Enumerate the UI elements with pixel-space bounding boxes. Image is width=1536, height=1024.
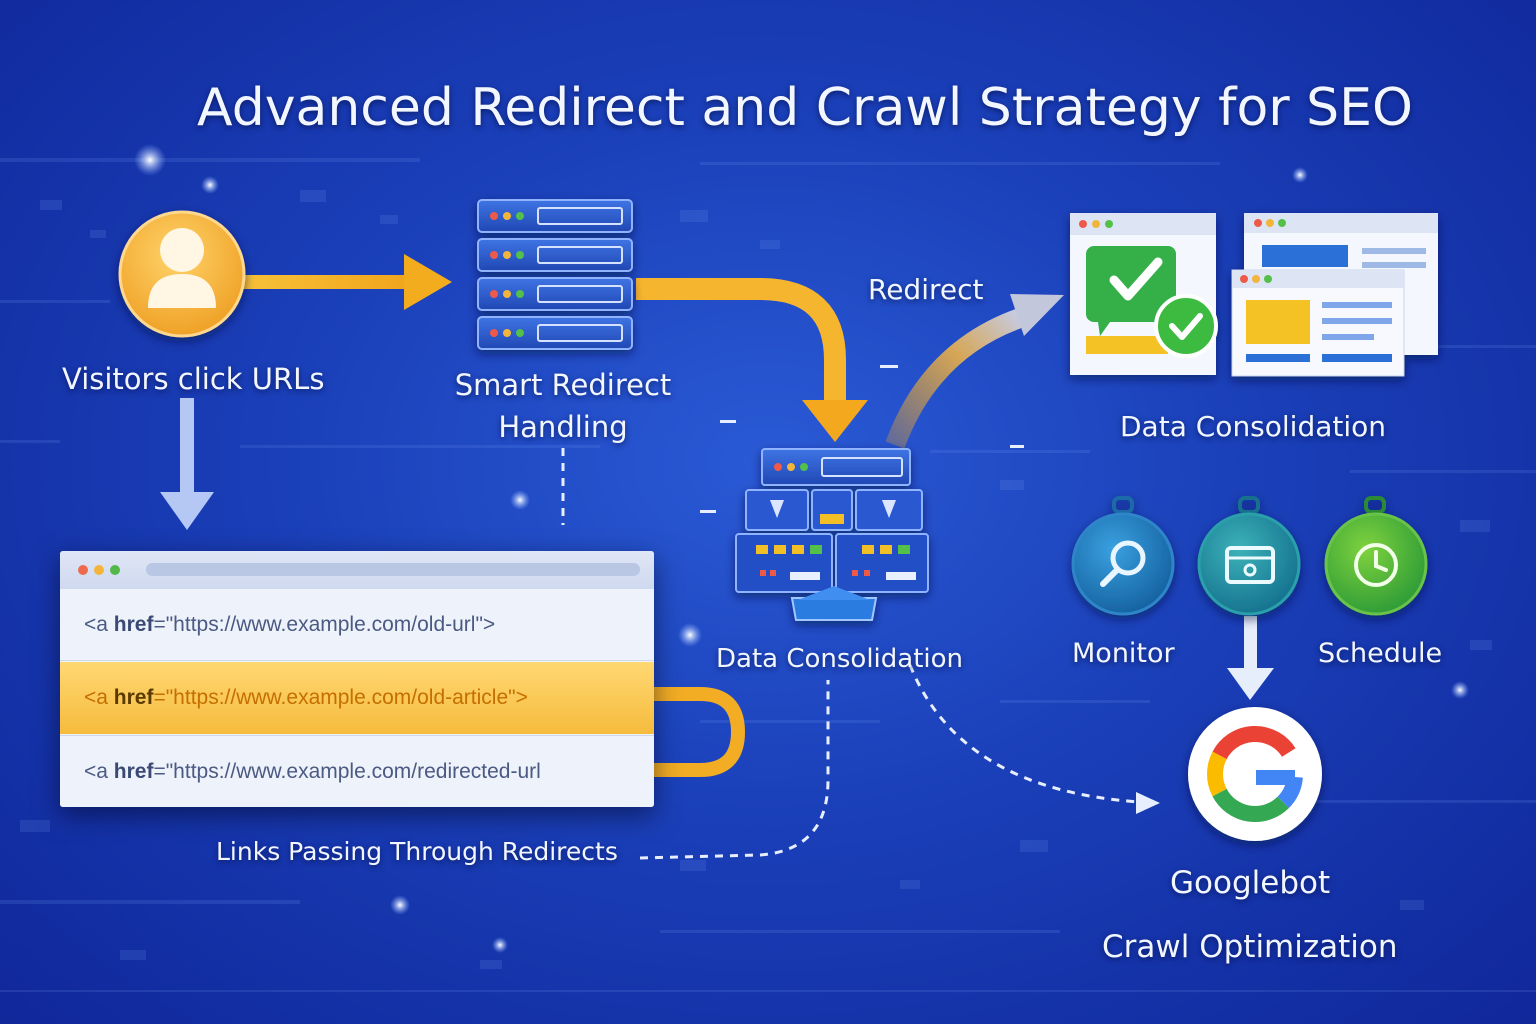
- code-value: ="https://www.example.com/old-article">: [153, 686, 528, 709]
- code-attr: href: [113, 760, 154, 783]
- label-schedule: Schedule: [1318, 638, 1443, 669]
- clock-icon: [1324, 496, 1428, 616]
- label-data-consolidation-top: Data Consolidation: [1120, 410, 1387, 443]
- code-value: ="https://www.example.com/old-url">: [153, 613, 496, 636]
- label-visitors: Visitors click URLs: [62, 362, 325, 396]
- database-cluster-icon: [735, 448, 929, 621]
- user-icon: [118, 210, 246, 338]
- arrow-to-googlebot: [1227, 616, 1274, 700]
- code-line-old-url: <a href="https://www.example.com/old-url…: [60, 589, 654, 661]
- minimize-dot-icon: [94, 565, 104, 575]
- check-badge-icon: [1070, 213, 1218, 375]
- maximize-dot-icon: [110, 565, 120, 575]
- label-smart-redirect-line-2: Handling: [498, 410, 628, 444]
- code-attr: href: [113, 686, 154, 709]
- label-data-consolidation-center: Data Consolidation: [716, 644, 964, 674]
- browser-pages-icon: [1231, 213, 1438, 377]
- google-logo-icon: [1188, 707, 1322, 841]
- code-window: <a href="https://www.example.com/old-url…: [60, 551, 654, 807]
- label-monitor: Monitor: [1072, 638, 1175, 669]
- label-links-passing: Links Passing Through Redirects: [216, 837, 618, 866]
- arrow-server-to-consolidation: [636, 278, 868, 442]
- label-smart-redirect-line-1: Smart Redirect: [454, 368, 672, 402]
- dashed-connectors: [561, 448, 1141, 860]
- arrow-visitor-to-server: [238, 254, 452, 310]
- arrow-redirect: [885, 294, 1064, 449]
- label-crawl-optimization: Crawl Optimization: [1102, 929, 1398, 965]
- arrow-down-to-links: [160, 398, 214, 530]
- label-googlebot: Googlebot: [1170, 865, 1331, 901]
- redirect-loop-arrow: [654, 687, 746, 777]
- code-tag: <a: [84, 613, 114, 636]
- dash-marks: [700, 365, 1024, 513]
- code-attr: href: [113, 613, 154, 636]
- label-smart-redirect: Smart Redirect Handling: [418, 364, 708, 448]
- search-icon: [1071, 496, 1175, 616]
- code-line-redirected-url: <a href="https://www.example.com/redirec…: [60, 735, 654, 807]
- code-line-old-article-highlighted: <a href="https://www.example.com/old-art…: [60, 662, 654, 734]
- address-bar: [146, 563, 640, 576]
- calendar-icon: [1197, 496, 1301, 616]
- server-rack-icon: [477, 199, 633, 350]
- code-value: ="https://www.example.com/redirected-url: [153, 760, 541, 783]
- window-title-bar: [60, 551, 654, 589]
- dashed-arrowhead: [1136, 792, 1160, 814]
- code-tag: <a: [84, 686, 114, 709]
- page-title: Advanced Redirect and Crawl Strategy for…: [197, 78, 1413, 138]
- label-redirect: Redirect: [868, 273, 984, 306]
- code-tag: <a: [84, 760, 114, 783]
- close-dot-icon: [78, 565, 88, 575]
